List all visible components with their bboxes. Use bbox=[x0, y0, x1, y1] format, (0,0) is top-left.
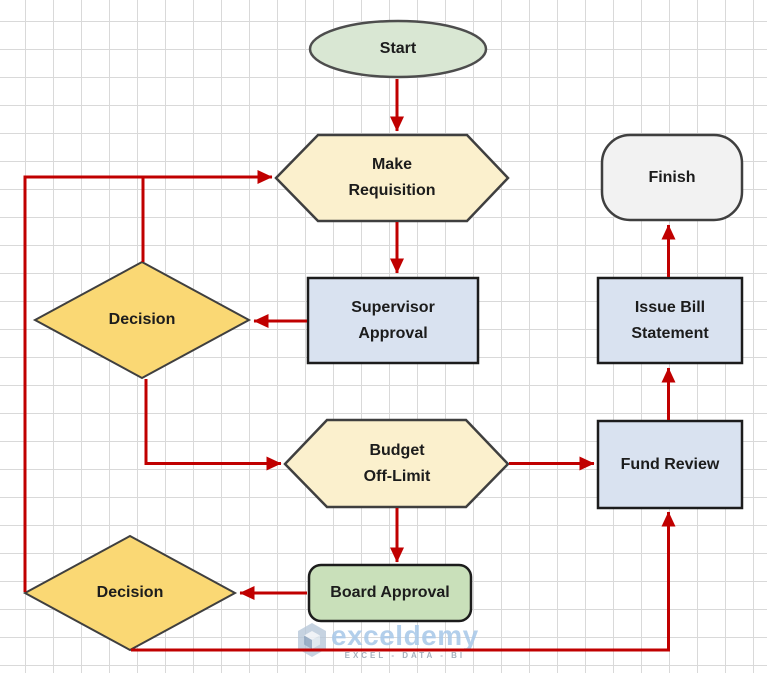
watermark-brand: exceldemy bbox=[331, 620, 479, 651]
node-fund-review-shape bbox=[596, 419, 744, 510]
edge-decision-1-to-budget-off-limit bbox=[144, 379, 282, 471]
node-decision-2-shape bbox=[22, 534, 238, 652]
node-make-requisition-shape bbox=[274, 133, 510, 223]
node-start-shape bbox=[308, 19, 488, 79]
node-supervisor-approval-shape bbox=[306, 276, 480, 365]
node-board-approval-shape bbox=[307, 563, 473, 623]
node-budget-off-limit-shape bbox=[283, 418, 510, 509]
edge-decision-2-to-make-requisition bbox=[23, 170, 273, 592]
node-finish-shape bbox=[600, 133, 744, 222]
edge-decision-2-to-fund-review bbox=[131, 511, 676, 652]
watermark: exceldemy EXCEL - DATA - BI bbox=[297, 622, 479, 660]
node-decision-1-shape bbox=[32, 260, 252, 380]
watermark-tagline: EXCEL - DATA - BI bbox=[344, 651, 466, 660]
node-issue-bill-statement-shape bbox=[596, 276, 744, 365]
